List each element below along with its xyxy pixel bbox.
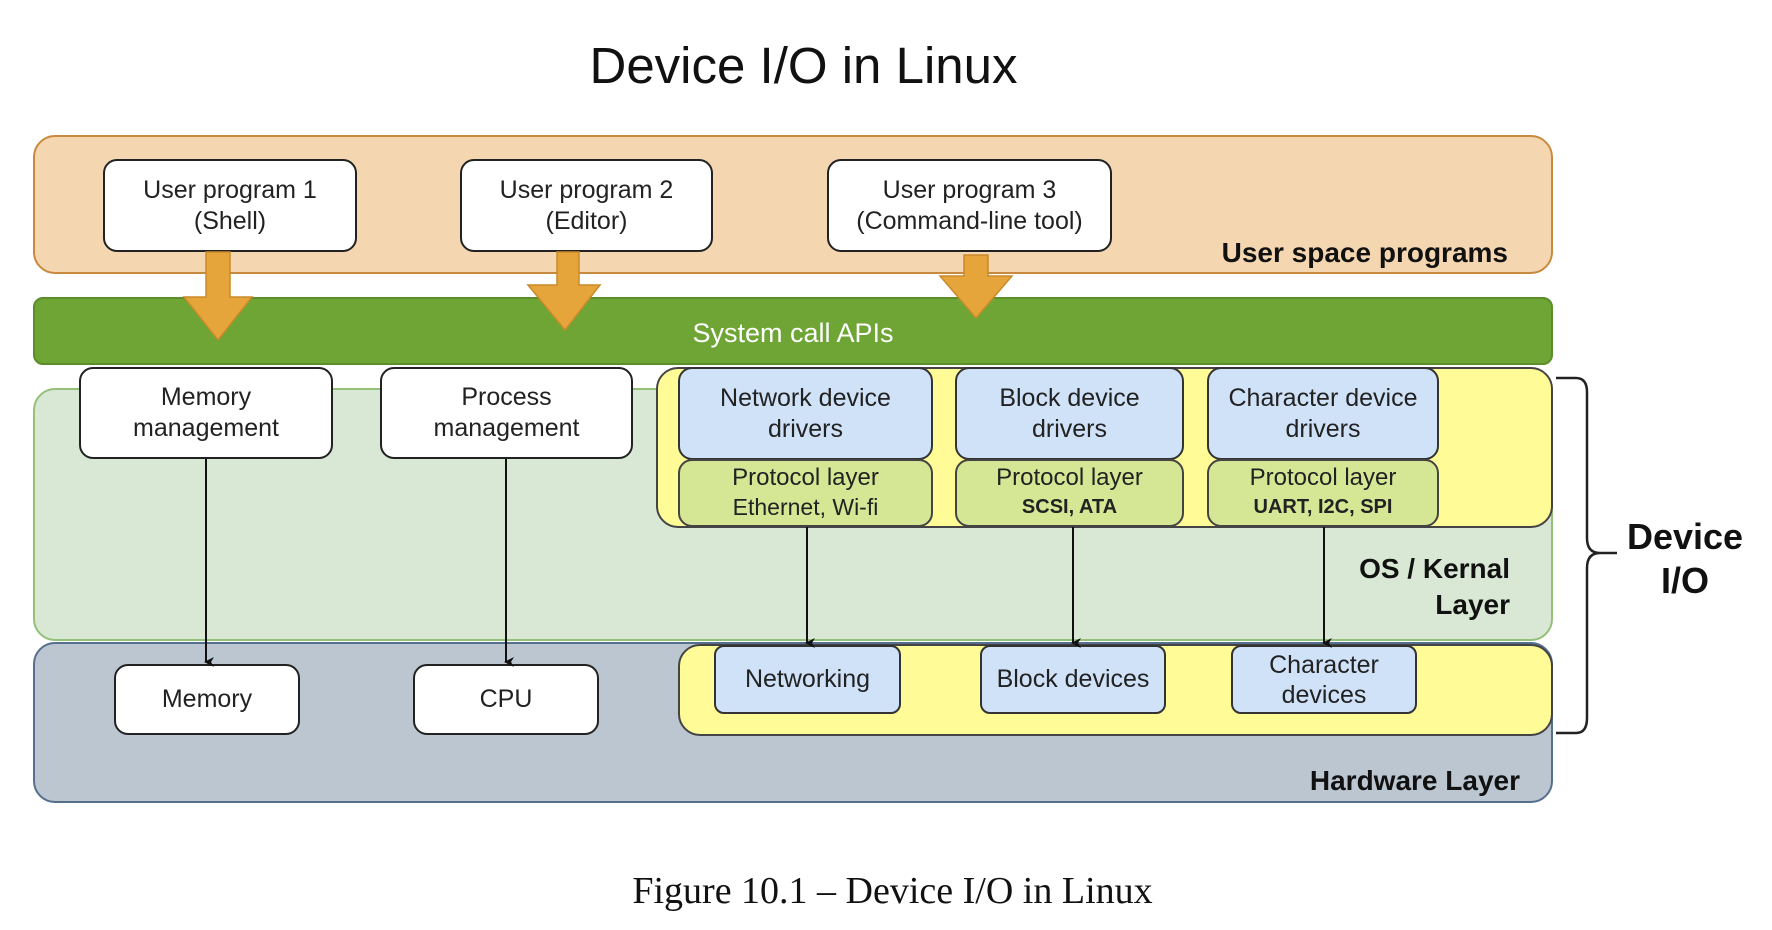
cpu-hardware: CPU	[413, 664, 599, 735]
block-protocol-detail: SCSI, ATA	[1021, 496, 1118, 518]
device-io-label-line1: Device	[1626, 516, 1744, 557]
kernel-layer-label-line2: Layer	[1435, 589, 1510, 620]
network-protocol-title: Protocol layer	[732, 464, 879, 491]
network-protocol-layer: Protocol layer Ethernet, Wi-fi	[678, 459, 933, 527]
character-protocol-title: Protocol layer	[1249, 464, 1397, 491]
block-driver-line2: drivers	[1031, 414, 1107, 443]
memory-management: Memory management	[79, 367, 333, 459]
system-call-api-bar	[33, 297, 1553, 365]
character-device-drivers: Character device drivers	[1207, 367, 1439, 460]
memory-hardware: Memory	[114, 664, 300, 735]
memory-management-line2: management	[133, 414, 279, 442]
process-management: Process management	[380, 367, 633, 459]
process-management-line1: Process	[461, 383, 552, 411]
user-program-1: User program 1 (Shell)	[103, 159, 357, 252]
character-protocol-layer: Protocol layer UART, I2C, SPI	[1207, 459, 1439, 527]
process-management-line2: management	[433, 414, 580, 442]
user-program-2: User program 2 (Editor)	[460, 159, 713, 252]
diagram-title: Device I/O in Linux	[589, 37, 1018, 94]
block-devices: Block devices	[980, 645, 1166, 714]
hardware-layer-label: Hardware Layer	[1309, 765, 1520, 796]
user-program-2-desc: (Editor)	[545, 206, 628, 235]
network-device-drivers: Network device drivers	[678, 367, 933, 460]
networking-device-label: Networking	[744, 665, 871, 693]
block-devices-label: Block devices	[996, 665, 1150, 693]
character-protocol-detail: UART, I2C, SPI	[1253, 496, 1393, 518]
block-driver-line1: Block device	[999, 383, 1140, 412]
device-io-brace	[1556, 376, 1617, 735]
user-program-2-name: User program 2	[499, 175, 674, 204]
user-program-3-desc: (Command-line tool)	[856, 206, 1083, 235]
user-program-3-name: User program 3	[882, 175, 1057, 204]
networking-device: Networking	[714, 645, 901, 714]
cpu-hardware-label: CPU	[479, 685, 533, 713]
kernel-layer-label-line1: OS / Kernal	[1359, 553, 1510, 584]
user-program-1-desc: (Shell)	[193, 206, 267, 235]
network-protocol-detail: Ethernet, Wi-fi	[732, 494, 879, 520]
memory-hardware-label: Memory	[161, 685, 253, 713]
block-protocol-title: Protocol layer	[996, 464, 1143, 491]
network-driver-line1: Network device	[720, 383, 891, 412]
device-io-label-line2: I/O	[1660, 560, 1709, 601]
user-program-1-name: User program 1	[143, 175, 317, 204]
character-devices-line1: Character	[1269, 650, 1379, 679]
kernel-layer-label: OS / Kernal Layer	[1300, 551, 1510, 623]
system-call-api-label: System call APIs	[692, 318, 894, 348]
figure-caption: Figure 10.1 – Device I/O in Linux	[632, 870, 1153, 912]
network-driver-line2: drivers	[767, 414, 843, 443]
block-device-drivers: Block device drivers	[955, 367, 1184, 460]
block-protocol-layer: Protocol layer SCSI, ATA	[955, 459, 1184, 527]
character-driver-line2: drivers	[1285, 414, 1361, 443]
user-space-label: User space programs	[1221, 237, 1508, 268]
memory-management-line1: Memory	[160, 383, 252, 411]
character-devices-line2: devices	[1281, 680, 1367, 709]
user-program-3: User program 3 (Command-line tool)	[827, 159, 1112, 252]
device-io-label: Device I/O	[1620, 515, 1750, 603]
character-driver-line1: Character device	[1228, 383, 1418, 412]
character-devices: Character devices	[1231, 645, 1417, 714]
